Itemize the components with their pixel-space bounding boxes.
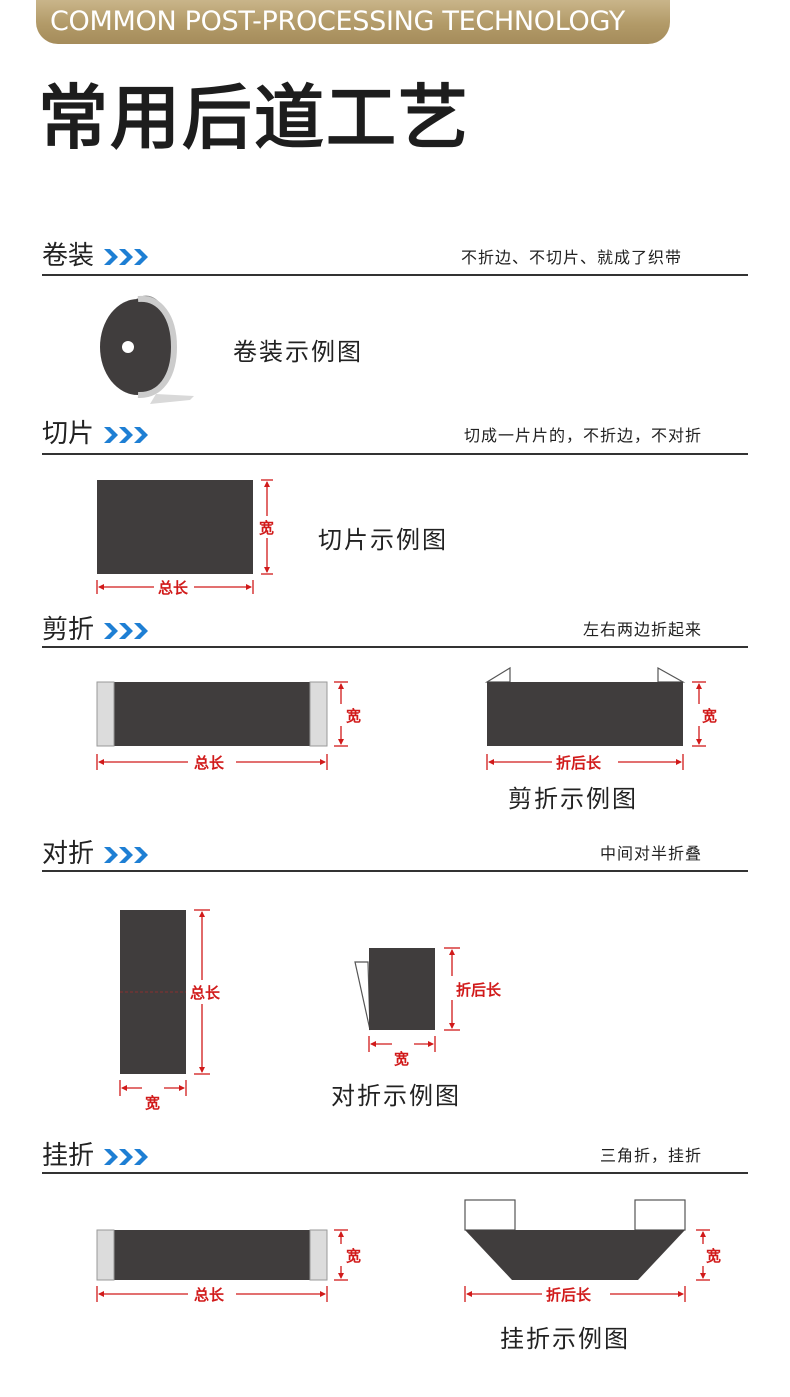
section-note-half-fold: 中间对半折叠 [599, 844, 702, 863]
cut-piece-illustration: 宽 总长 [96, 479, 274, 597]
dim-length-label: 总长 [158, 579, 189, 597]
section-title-text: 对折 [42, 839, 95, 869]
section-title-half-fold: 对折 [42, 838, 150, 870]
section-title-text: 挂折 [42, 1141, 95, 1171]
dim-width-label: 宽 [258, 519, 274, 537]
half-fold-flat-illustration: 总长 宽 [119, 909, 221, 1112]
chevron-right-icon [104, 426, 149, 443]
roll-core-icon [122, 341, 134, 353]
section-note-cut: 切成一片片的，不折边，不对折 [463, 426, 702, 445]
dim-width-label: 宽 [393, 1050, 409, 1068]
page-title: 常用后道工艺 [38, 77, 470, 159]
chevron-right-icon [104, 1148, 149, 1165]
section-title-trim-fold: 剪折 [42, 614, 150, 646]
section-divider [42, 274, 748, 276]
dim-folded-length-label: 折后长 [556, 754, 602, 772]
dim-length-label: 总长 [190, 984, 221, 1002]
caption-trim-fold: 剪折示例图 [508, 785, 638, 813]
section-title-text: 卷装 [42, 241, 95, 271]
dim-length-label: 总长 [194, 1286, 225, 1304]
chevron-right-icon [104, 622, 149, 639]
caption-cut: 切片示例图 [318, 526, 448, 554]
caption-roll: 卷装示例图 [233, 338, 363, 366]
banner-text: COMMON POST-PROCESSING TECHNOLOGY [50, 6, 625, 37]
section-note-hang-fold: 三角折，挂折 [599, 1146, 702, 1165]
caption-hang-fold: 挂折示例图 [500, 1325, 630, 1353]
section-title-text: 切片 [42, 419, 95, 449]
chevron-right-icon [104, 248, 149, 265]
dim-width-label: 宽 [345, 707, 361, 725]
dim-width-label: 宽 [144, 1094, 160, 1112]
dim-width-label: 宽 [705, 1247, 721, 1265]
trim-fold-flat-illustration: 宽 总长 [96, 681, 361, 772]
section-note-roll: 不折边、不切片、就成了织带 [460, 248, 682, 267]
half-fold-folded-illustration: 折后长 宽 [354, 947, 502, 1068]
section-title-roll: 卷装 [42, 240, 150, 272]
section-divider [42, 870, 748, 872]
hang-fold-flat-illustration: 宽 总长 [96, 1229, 361, 1304]
section-title-text: 剪折 [42, 615, 95, 645]
dim-folded-length-label: 折后长 [456, 981, 502, 999]
section-note-trim-fold: 左右两边折起来 [582, 620, 702, 639]
section-title-hang-fold: 挂折 [42, 1140, 150, 1172]
dim-length-label: 总长 [194, 754, 225, 772]
chevron-right-icon [104, 846, 149, 863]
hang-fold-folded-illustration: 宽 折后长 [464, 1199, 721, 1304]
section-divider [42, 1172, 748, 1174]
dim-folded-length-label: 折后长 [546, 1286, 592, 1304]
dim-width-label: 宽 [701, 707, 717, 725]
header-banner [36, 0, 670, 44]
section-title-cut: 切片 [42, 418, 150, 450]
caption-half-fold: 对折示例图 [331, 1082, 461, 1110]
dim-width-label: 宽 [345, 1247, 361, 1265]
trim-fold-folded-illustration: 宽 折后长 [484, 666, 717, 772]
section-divider [42, 646, 748, 648]
tape-roll-illustration [100, 295, 194, 404]
section-divider [42, 453, 748, 455]
